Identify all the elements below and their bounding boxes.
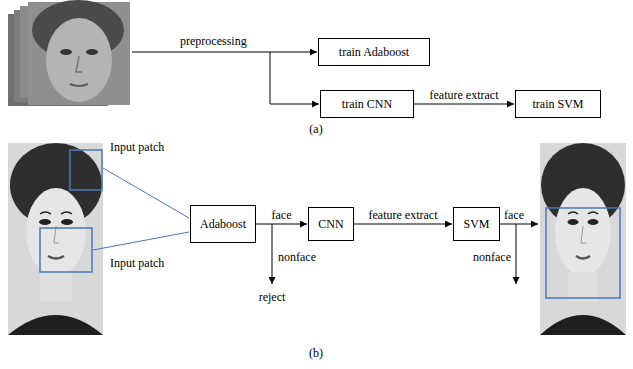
box-text: train SVM xyxy=(525,97,592,112)
edge-label: feature extract xyxy=(430,88,499,102)
process-box: train SVM xyxy=(515,90,601,118)
preprocessing-arrow xyxy=(132,52,317,53)
input-patch-line xyxy=(93,232,189,250)
box-text: CNN xyxy=(310,217,351,232)
preprocessing-branch xyxy=(270,52,319,104)
input-patch-line xyxy=(103,168,189,218)
process-box: train Adaboost xyxy=(318,38,430,66)
text-label: reject xyxy=(259,290,286,304)
process-box: CNN xyxy=(308,207,354,241)
process-box: Adaboost xyxy=(190,205,256,243)
output-photo xyxy=(540,143,626,335)
text-label: (b) xyxy=(309,346,323,360)
process-box: train CNN xyxy=(320,90,414,118)
nonface-output-arrow xyxy=(516,224,517,284)
text-label: Input patch xyxy=(110,256,164,270)
box-text: SVM xyxy=(455,217,497,232)
process-box: SVM xyxy=(453,207,500,241)
box-text: train Adaboost xyxy=(331,45,417,60)
text-label: nonface xyxy=(278,250,316,264)
face-output-arrow xyxy=(500,224,538,225)
edge-label: feature extract xyxy=(369,208,438,222)
text-label: face xyxy=(504,208,524,222)
flow-arrow xyxy=(256,224,307,225)
face-image-stack xyxy=(8,0,130,106)
text-label: preprocessing xyxy=(180,34,247,48)
text-label: Input patch xyxy=(110,140,164,154)
box-text: Adaboost xyxy=(192,217,254,232)
box-text: train CNN xyxy=(334,97,400,112)
edge-label: face xyxy=(272,208,292,222)
flow-arrow xyxy=(354,224,452,225)
flow-arrow xyxy=(414,104,514,105)
text-label: (a) xyxy=(309,122,322,136)
input-photo xyxy=(8,143,103,335)
reject-arrow xyxy=(272,224,273,284)
text-label: nonface xyxy=(473,250,511,264)
